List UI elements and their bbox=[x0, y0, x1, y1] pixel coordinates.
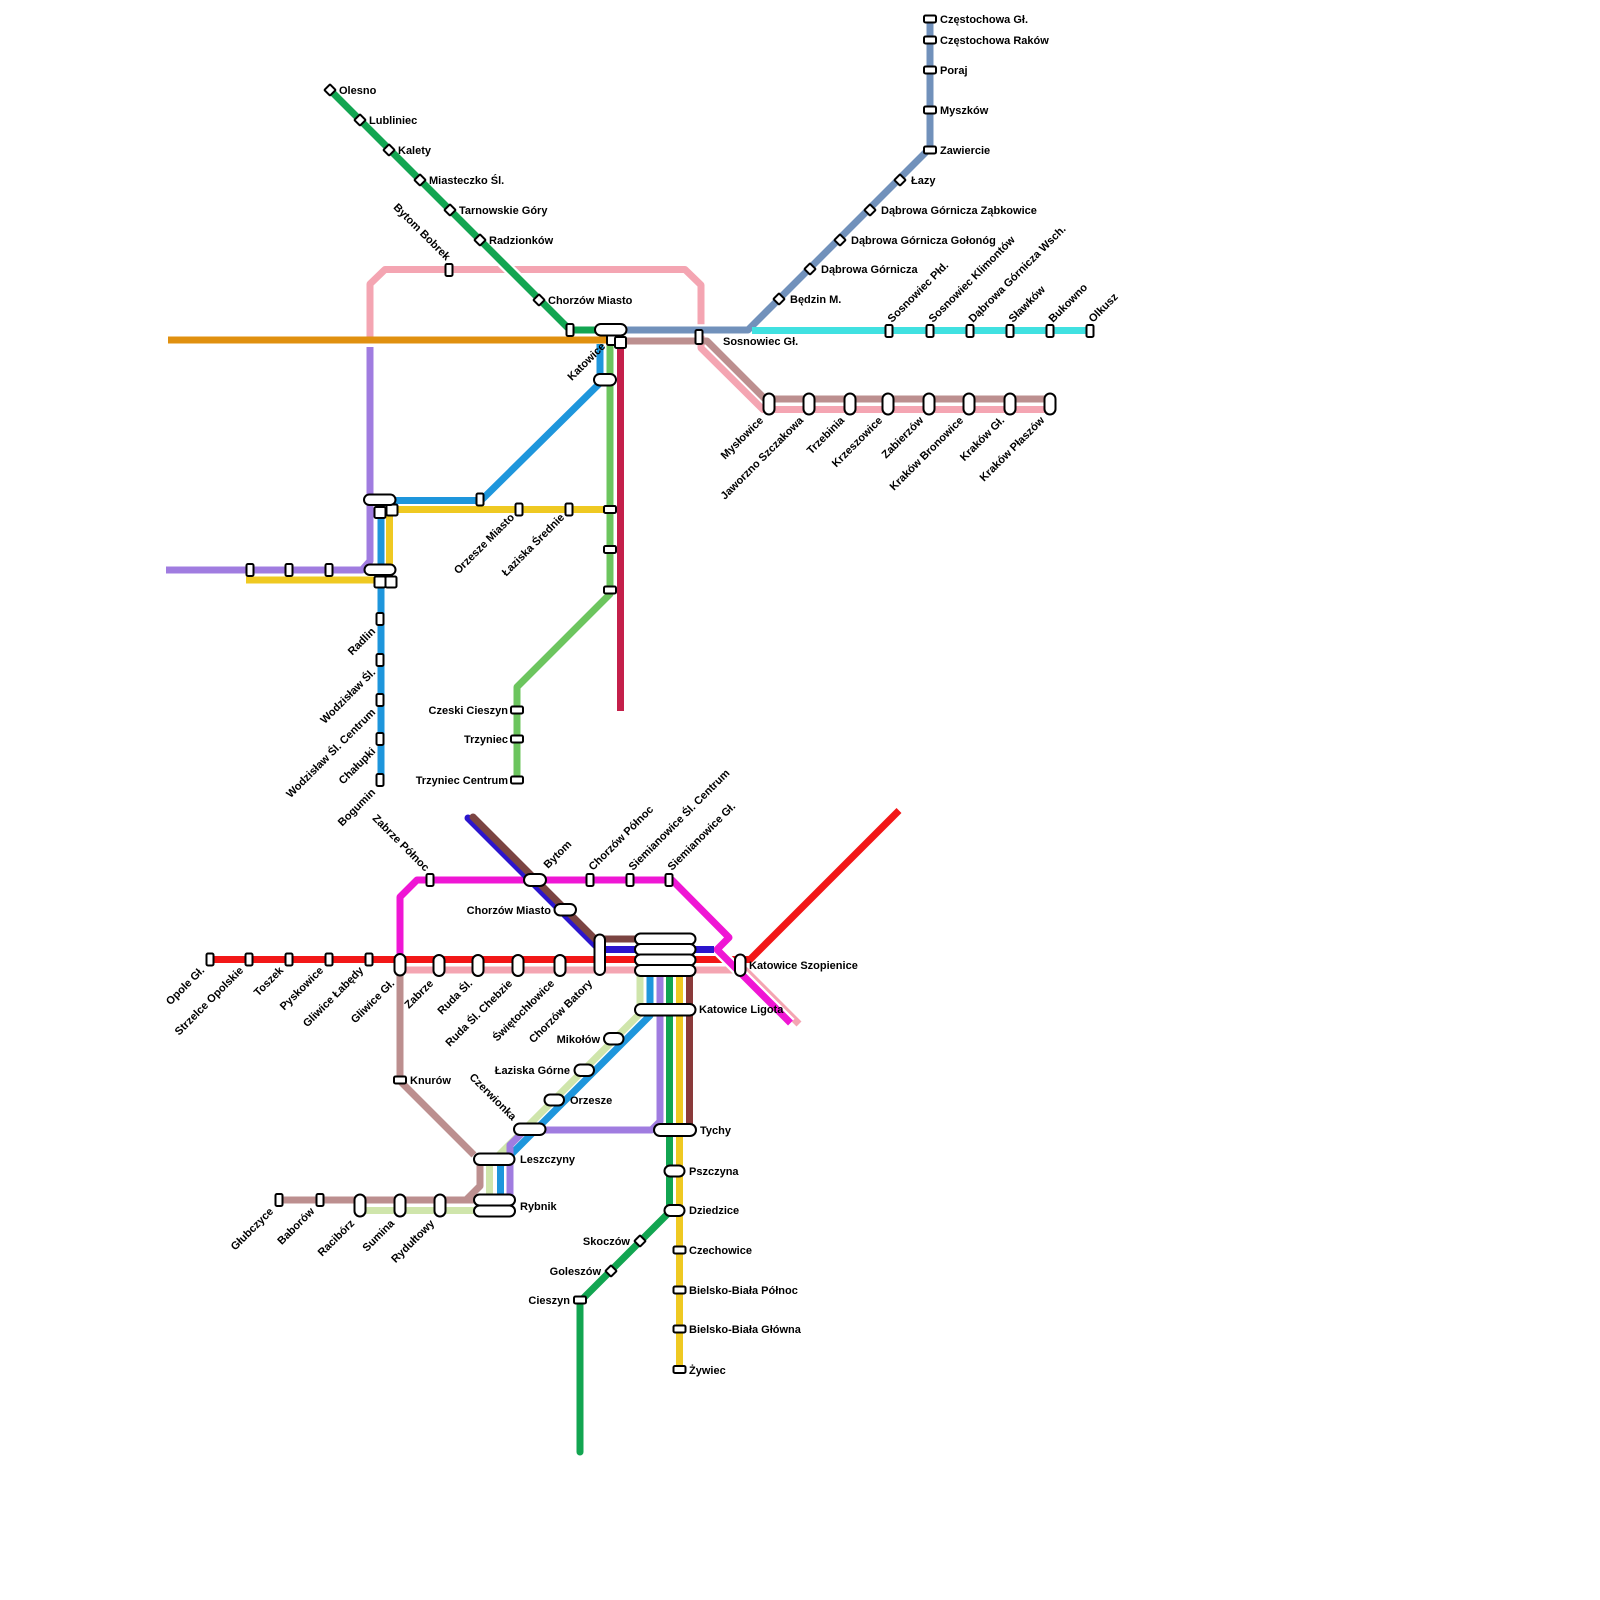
svg-text:Będzin M.: Będzin M. bbox=[790, 294, 841, 306]
svg-text:Myszków: Myszków bbox=[940, 105, 989, 117]
svg-text:Bielsko-Biała Północ: Bielsko-Biała Północ bbox=[689, 1285, 798, 1297]
svg-text:Kalety: Kalety bbox=[398, 145, 432, 157]
svg-text:Łaziska Górne: Łaziska Górne bbox=[495, 1065, 570, 1077]
svg-text:Bielsko-Biała Główna: Bielsko-Biała Główna bbox=[689, 1324, 802, 1336]
svg-text:Dziedzice: Dziedzice bbox=[689, 1205, 739, 1217]
svg-text:Chorzów Miasto: Chorzów Miasto bbox=[467, 905, 552, 917]
svg-text:Orzesze: Orzesze bbox=[570, 1095, 612, 1107]
svg-text:Czechowice: Czechowice bbox=[689, 1245, 752, 1257]
svg-text:Pszczyna: Pszczyna bbox=[689, 1166, 739, 1178]
svg-text:Radzionków: Radzionków bbox=[489, 235, 554, 247]
svg-text:Katowice Ligota: Katowice Ligota bbox=[699, 1004, 784, 1016]
svg-text:Katowice Szopienice: Katowice Szopienice bbox=[749, 960, 858, 972]
svg-text:Cieszyn: Cieszyn bbox=[528, 1295, 570, 1307]
svg-text:Tychy: Tychy bbox=[700, 1125, 732, 1137]
svg-text:Trzyniec Centrum: Trzyniec Centrum bbox=[416, 775, 509, 787]
svg-text:Mikołów: Mikołów bbox=[557, 1034, 601, 1046]
svg-text:Dąbrowa Górnicza: Dąbrowa Górnicza bbox=[821, 264, 918, 276]
svg-text:Dąbrowa Górnicza Gołonóg: Dąbrowa Górnicza Gołonóg bbox=[851, 235, 996, 247]
svg-text:Zawiercie: Zawiercie bbox=[940, 145, 990, 157]
svg-text:Lubliniec: Lubliniec bbox=[369, 115, 417, 127]
svg-text:Poraj: Poraj bbox=[940, 65, 968, 77]
svg-text:Czeski Cieszyn: Czeski Cieszyn bbox=[429, 705, 509, 717]
svg-text:Leszczyny: Leszczyny bbox=[520, 1154, 576, 1166]
svg-text:Rybnik: Rybnik bbox=[520, 1201, 558, 1213]
svg-text:Łazy: Łazy bbox=[911, 175, 936, 187]
svg-text:Skoczów: Skoczów bbox=[583, 1236, 631, 1248]
svg-text:Częstochowa Gł.: Częstochowa Gł. bbox=[940, 14, 1028, 26]
svg-text:Sosnowiec Gł.: Sosnowiec Gł. bbox=[723, 336, 798, 348]
svg-text:Trzyniec: Trzyniec bbox=[464, 734, 508, 746]
svg-text:Goleszów: Goleszów bbox=[550, 1266, 602, 1278]
svg-text:Knurów: Knurów bbox=[410, 1075, 451, 1087]
svg-text:Częstochowa Raków: Częstochowa Raków bbox=[940, 35, 1049, 47]
svg-text:Tarnowskie Góry: Tarnowskie Góry bbox=[459, 205, 548, 217]
svg-text:Olesno: Olesno bbox=[339, 85, 377, 97]
svg-text:Żywiec: Żywiec bbox=[689, 1364, 726, 1377]
svg-text:Miasteczko Śl.: Miasteczko Śl. bbox=[429, 174, 504, 187]
svg-text:Chorzów Miasto: Chorzów Miasto bbox=[548, 295, 633, 307]
svg-text:Dąbrowa Górnicza Ząbkowice: Dąbrowa Górnicza Ząbkowice bbox=[881, 205, 1037, 217]
